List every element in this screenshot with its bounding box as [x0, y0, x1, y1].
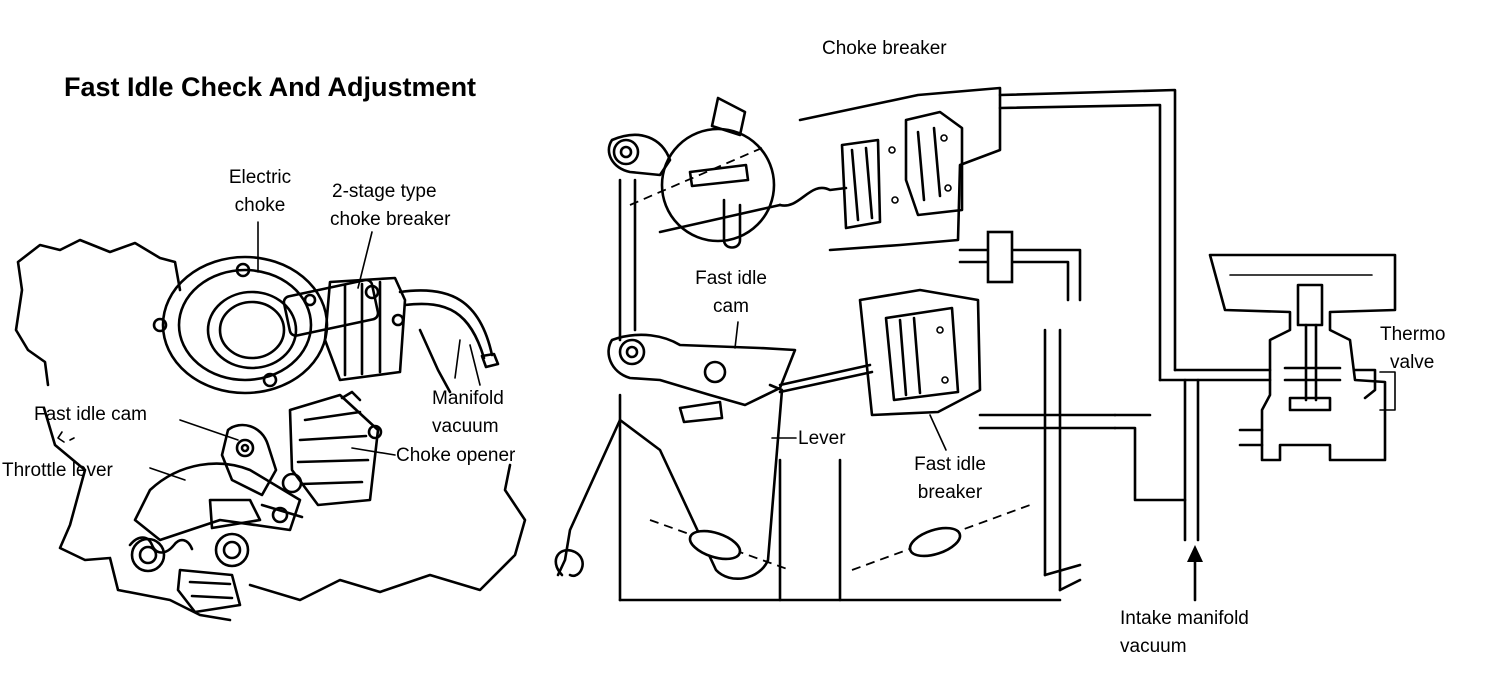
label-two-stage-choke-breaker-line2: choke breaker [330, 209, 451, 230]
right-schematic-view: Choke breaker Fast idle cam Lever Fast i… [554, 38, 1445, 657]
label-manifold-vacuum: Manifold [432, 388, 504, 409]
label-fast-idle-cam-left: Fast idle cam [34, 404, 147, 425]
label-thermo-valve: Thermo [1380, 324, 1445, 345]
label-fast-idle-cam-right-line2: cam [713, 296, 749, 317]
hose-end [480, 352, 500, 369]
body-fragment [57, 431, 75, 443]
electric-choke-housing [152, 255, 329, 395]
choke-breaker-unit [778, 86, 1002, 252]
choke-opener-unit [288, 390, 383, 507]
vacuum-lines [958, 88, 1272, 542]
fast-idle-cam-assembly [607, 333, 797, 424]
label-electric-choke-line2: choke [235, 195, 286, 216]
left-carburetor-view: Electric choke 2-stage type choke breake… [2, 167, 527, 622]
label-intake-manifold-vacuum: Intake manifold [1120, 608, 1249, 629]
throttle-linkage [128, 423, 304, 614]
throttle-shaft-left [688, 529, 742, 561]
label-choke-breaker: Choke breaker [822, 38, 947, 59]
label-lever: Lever [798, 428, 846, 449]
carb-walls [618, 178, 1082, 602]
left-leader-lines [149, 221, 481, 481]
label-choke-opener: Choke opener [396, 445, 516, 466]
right-leader-lines [734, 321, 947, 451]
label-thermo-valve-line2: valve [1390, 352, 1434, 373]
choke-lever-assembly [607, 96, 782, 249]
throttle-shaft-right [908, 526, 962, 558]
label-throttle-lever: Throttle lever [2, 460, 114, 481]
lever-hook [554, 549, 584, 578]
label-fast-idle-breaker-line2: breaker [918, 482, 983, 503]
manifold-vacuum-hose [398, 289, 494, 360]
label-manifold-vacuum-line2: vacuum [432, 416, 499, 437]
fast-idle-breaker-unit [778, 288, 982, 417]
diagram-title: Fast Idle Check And Adjustment [64, 72, 476, 102]
label-intake-manifold-vacuum-line2: vacuum [1120, 636, 1187, 657]
intake-vacuum-arrow [1187, 545, 1203, 602]
label-electric-choke: Electric [229, 167, 291, 188]
throttle-plate-left [649, 519, 791, 571]
lever [556, 383, 784, 580]
label-fast-idle-breaker: Fast idle [914, 454, 986, 475]
carburetor-body-outline [14, 238, 527, 622]
two-stage-choke-breaker-unit [282, 276, 407, 382]
label-fast-idle-cam-right: Fast idle [695, 268, 767, 289]
thermo-valve-unit [1208, 253, 1397, 462]
label-two-stage-choke-breaker: 2-stage type [332, 181, 437, 202]
